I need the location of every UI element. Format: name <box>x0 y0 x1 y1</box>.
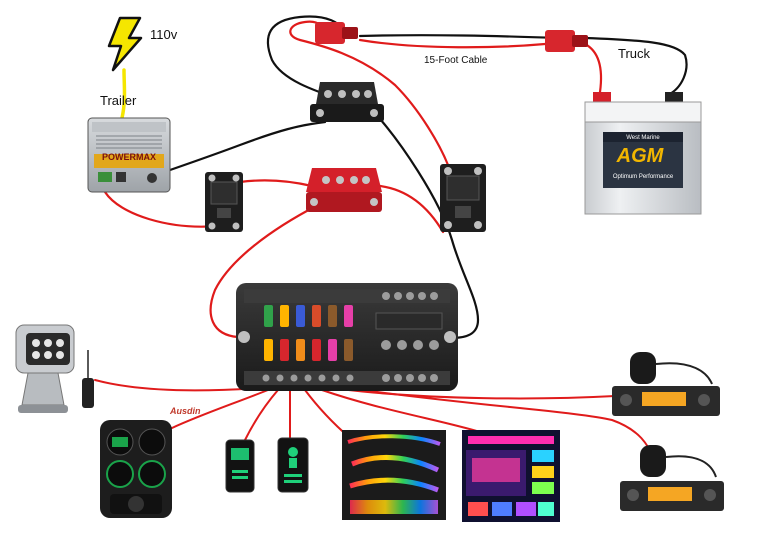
negative-wire-bus-to-block <box>370 108 480 340</box>
power-converter-icon <box>87 117 171 193</box>
anderson-connector-icon <box>315 22 588 52</box>
circuit-breaker-icon <box>205 172 243 232</box>
bus-bar-red-icon <box>306 168 382 212</box>
bus-bar-icon <box>310 82 384 122</box>
cb-radio-icon <box>620 445 724 511</box>
switch-panel-brand: Ausdin <box>169 406 201 416</box>
wires <box>94 15 688 461</box>
remote-control-icon <box>82 350 94 408</box>
negative-wire-to-battery <box>583 36 688 97</box>
wire-to-radio-2 <box>354 388 656 461</box>
ac-wire <box>120 68 127 120</box>
trailer-label: Trailer <box>100 93 137 108</box>
positive-wire-converter <box>103 190 220 228</box>
truck-label: Truck <box>618 46 651 61</box>
fuse-block-icon <box>236 283 458 391</box>
led-strip-icon <box>342 430 446 520</box>
battery-model: AGM <box>616 145 665 167</box>
negative-wire-cable <box>358 34 562 40</box>
rocker-switch-icon <box>225 439 255 493</box>
positive-wire-bus-to-breaker <box>378 184 445 234</box>
usb-switch-panel-icon <box>100 420 172 518</box>
truck-battery-icon <box>584 92 702 215</box>
power-source-label: 110v <box>150 27 178 42</box>
positive-wire-bus-to-block <box>209 203 320 339</box>
wire-to-spotlight <box>94 379 259 392</box>
cable-label: 15-Foot Cable <box>424 55 488 66</box>
lightning-bolt-icon <box>107 16 143 72</box>
interior-led-icon <box>462 430 560 522</box>
battery-brand: West Marine <box>626 135 660 141</box>
positive-wire-to-battery <box>583 42 603 94</box>
positive-wire-cable <box>358 38 547 49</box>
positive-wire-breaker-to-loop <box>289 20 450 167</box>
cb-radio-icon <box>612 352 720 416</box>
wire-to-interior-led <box>321 389 481 433</box>
wire-to-switch-panel <box>171 389 269 429</box>
circuit-breaker-icon <box>440 164 486 232</box>
wire-to-rocker-1 <box>244 389 279 441</box>
spotlight-icon <box>15 324 75 413</box>
converter-brand: POWERMAX <box>102 152 156 162</box>
positive-wire-breaker-to-bus <box>238 179 314 188</box>
rocker-switch-icon <box>277 437 309 493</box>
battery-subtitle: Optimum Performance <box>613 174 674 180</box>
